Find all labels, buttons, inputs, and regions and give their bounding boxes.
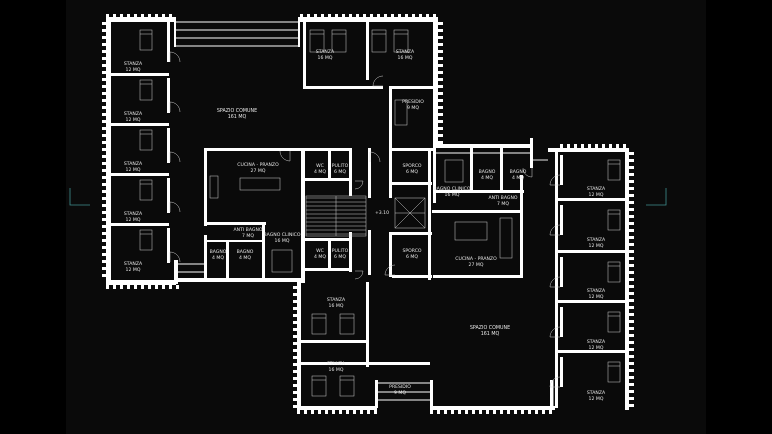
room-name-sporco-2: SPORCO [402, 248, 421, 254]
room-name-antibagno-1: ANTI BAGNO [233, 227, 262, 233]
facade-ticks [102, 14, 634, 414]
room-name-spazio-comune-1: SPAZIO COMUNE [217, 108, 257, 114]
right-stanza-name-5: STANZA [587, 390, 606, 396]
right-stanza-area-1: 12 MQ [589, 192, 604, 198]
left-margin [0, 0, 66, 434]
room-area-cucina-1: 27 MQ [251, 168, 266, 174]
room-area-stanza-top-1: 16 MQ [318, 55, 333, 61]
right-stanza-name-3: STANZA [587, 288, 606, 294]
left-stanza-area-5: 12 MQ [126, 267, 141, 273]
left-stanza-name-5: STANZA [124, 261, 143, 267]
walls [106, 17, 629, 410]
room-area-spazio-comune-1: 161 MQ [228, 114, 247, 120]
room-name-bagno-r2: BAGNO [510, 169, 527, 175]
room-area-pulito-1: 6 MQ [334, 169, 346, 175]
room-area-stanza-mid-2: 16 MQ [329, 367, 344, 373]
door-swings [169, 51, 561, 388]
room-area-bagno-r2: 4 MQ [512, 175, 524, 181]
corridor-lines [176, 21, 554, 410]
room-area-bagno-l2: 4 MQ [239, 255, 251, 261]
room-area-bagno-r1: 4 MQ [481, 175, 493, 181]
room-name-presidio-1: PRESIDIO [402, 99, 424, 105]
room-area-sporco-2: 6 MQ [406, 254, 418, 260]
room-name-stanza-top-2: STANZA [396, 49, 415, 55]
right-stanza-area-4: 12 MQ [589, 345, 604, 351]
left-stanza-name-2: STANZA [124, 111, 143, 117]
room-area-bagno-clinico-2: 16 MQ [275, 238, 290, 244]
right-stanza-name-1: STANZA [587, 186, 606, 192]
room-name-cucina-2: CUCINA - PRANZO [455, 256, 497, 262]
room-name-antibagno-2: ANTI BAGNO [488, 195, 517, 201]
right-margin [706, 0, 772, 434]
right-stanza-name-4: STANZA [587, 339, 606, 345]
room-area-spazio-comune-2: 161 MQ [481, 331, 500, 337]
room-name-bagno-r1: BAGNO [479, 169, 496, 175]
right-stanza-area-2: 12 MQ [589, 243, 604, 249]
room-name-bagno-l2: BAGNO [237, 249, 254, 255]
room-name-pulito-2: PULITO [332, 248, 349, 254]
stair-core [305, 195, 426, 237]
room-name-spazio-comune-2: SPAZIO COMUNE [470, 325, 510, 331]
left-stanza-name-4: STANZA [124, 211, 143, 217]
room-name-sporco-1: SPORCO [402, 163, 421, 169]
room-area-presidio-2: 9 MQ [394, 390, 406, 396]
left-stanza-name-1: STANZA [124, 61, 143, 67]
room-name-bagno-clinico-2: BAGNO CLINICO [263, 232, 300, 238]
room-area-antibagno-2: 7 MQ [497, 201, 509, 207]
section-marker-left [69, 188, 90, 206]
room-name-stanza-mid-2: STANZA [327, 361, 346, 367]
room-name-cucina-1: CUCINA - PRANZO [237, 162, 279, 168]
room-area-stanza-mid-1: 16 MQ [329, 303, 344, 309]
room-area-wc-1: 4 MQ [314, 169, 326, 175]
room-name-stanza-top-1: STANZA [316, 49, 335, 55]
room-area-wc-2: 4 MQ [314, 254, 326, 260]
room-area-stanza-top-2: 16 MQ [398, 55, 413, 61]
room-name-wc-1: WC [316, 163, 324, 169]
furniture [139, 29, 621, 397]
left-stanza-name-3: STANZA [124, 161, 143, 167]
room-labels: SPAZIO COMUNE 161 MQ STANZA 16 MQ STANZA… [210, 49, 527, 396]
room-name-presidio-2: PRESIDIO [389, 384, 411, 390]
section-marker-right [646, 188, 667, 206]
room-name-bagno-l1: BAGNO [210, 249, 227, 255]
right-stanza-area-3: 12 MQ [589, 294, 604, 300]
room-name-stanza-mid-1: STANZA [327, 297, 346, 303]
right-stanza-name-2: STANZA [587, 237, 606, 243]
room-area-pulito-2: 6 MQ [334, 254, 346, 260]
room-area-sporco-1: 6 MQ [406, 169, 418, 175]
room-area-bagno-l1: 4 MQ [212, 255, 224, 261]
left-stanza-area-1: 12 MQ [126, 67, 141, 73]
room-area-presidio-1: 9 MQ [407, 105, 419, 111]
left-stanza-area-3: 12 MQ [126, 167, 141, 173]
room-name-wc-2: WC [316, 248, 324, 254]
level-mark: +3.10 [375, 210, 389, 216]
left-stanza-area-4: 12 MQ [126, 217, 141, 223]
left-stanza-area-2: 12 MQ [126, 117, 141, 123]
right-stanza-area-5: 12 MQ [589, 396, 604, 402]
room-area-bagno-clinico-1: 16 MQ [445, 192, 460, 198]
room-name-pulito-1: PULITO [332, 163, 349, 169]
room-area-cucina-2: 27 MQ [469, 262, 484, 268]
room-name-bagno-clinico-1: BAGNO CLINICO [433, 186, 470, 192]
room-area-antibagno-1: 7 MQ [242, 233, 254, 239]
